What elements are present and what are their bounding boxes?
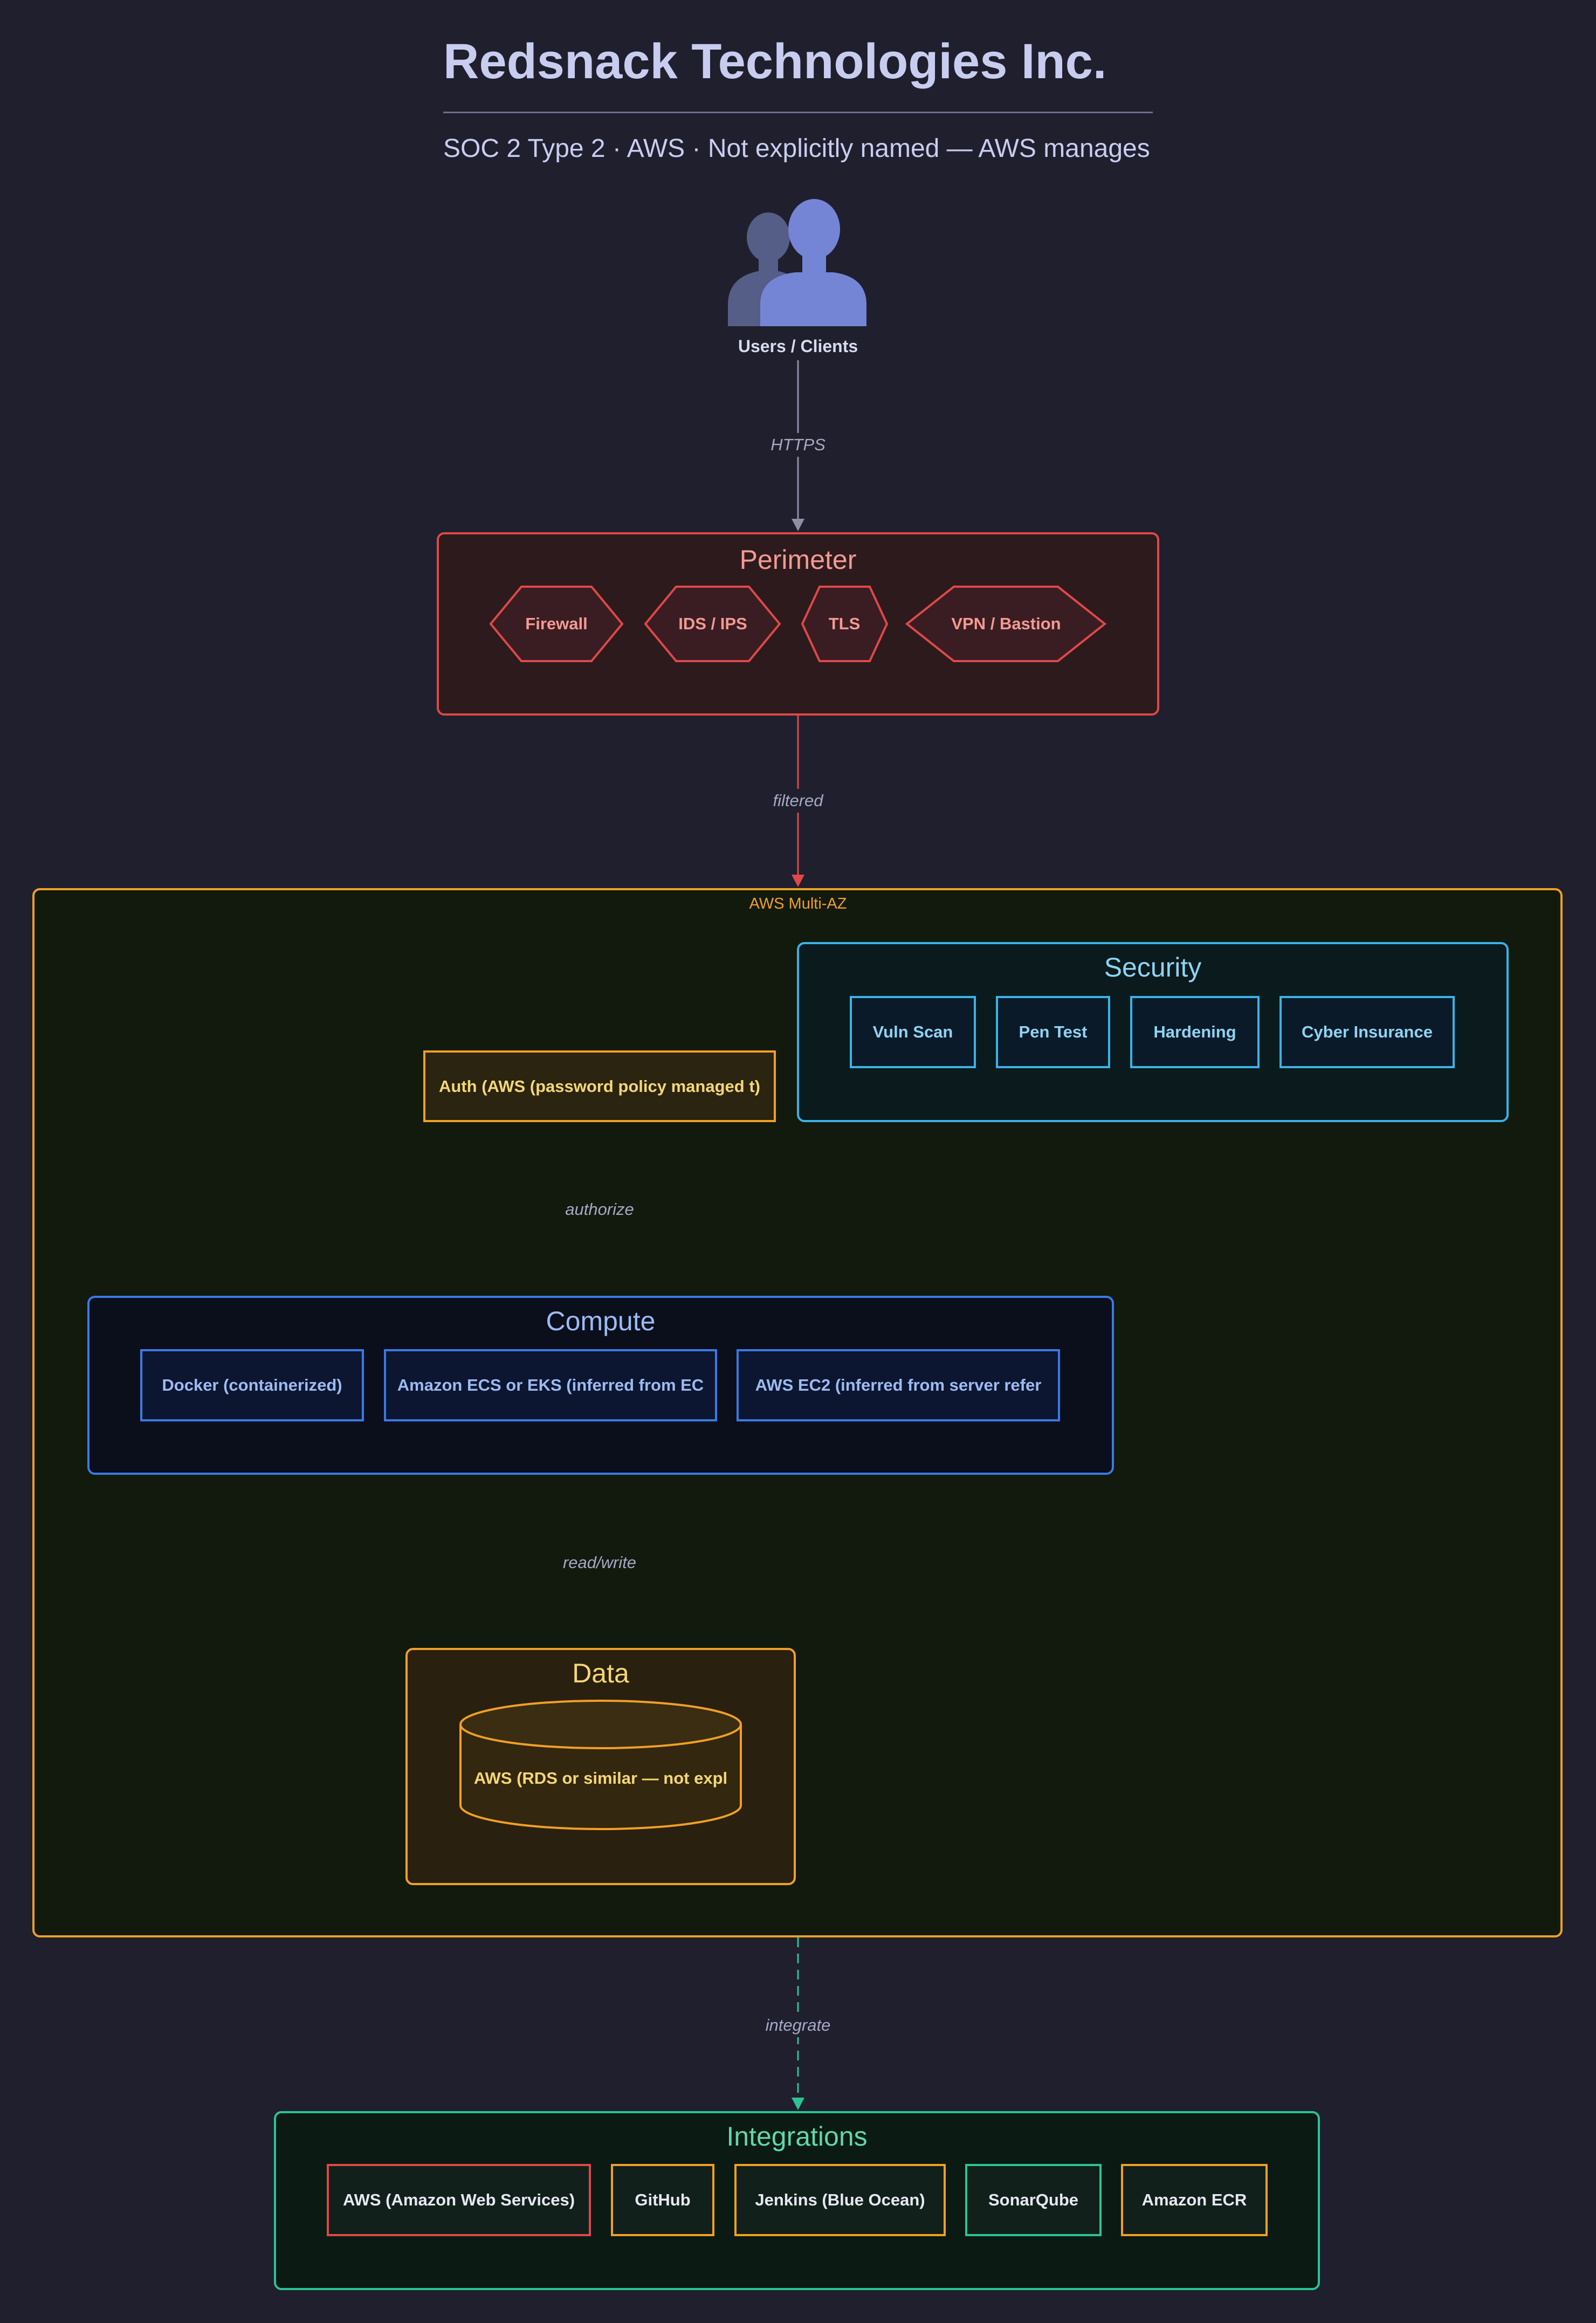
users-label: Users / Clients: [738, 336, 858, 356]
perimeter-item-vpn-bastion: VPN / Bastion: [951, 614, 1061, 633]
page-subtitle: SOC 2 Type 2 · AWS · Not explicitly name…: [443, 134, 1150, 163]
title-divider: [443, 112, 1153, 113]
perimeter-title: Perimeter: [739, 545, 857, 575]
integration-jenkins: Jenkins (Blue Ocean): [734, 2164, 946, 2236]
database-cylinder-icon: [459, 1700, 742, 1830]
page-title: Redsnack Technologies Inc.: [443, 34, 1107, 89]
data-title: Data: [572, 1658, 629, 1688]
perimeter-item-tls: TLS: [828, 614, 861, 633]
edge-label-filtered: filtered: [690, 789, 906, 813]
security-item-hardening: Hardening: [1130, 996, 1260, 1068]
edge-label-authorize: authorize: [492, 1198, 707, 1221]
edge-label-read-write: read/write: [492, 1551, 707, 1575]
integration-aws: AWS (Amazon Web Services): [327, 2164, 591, 2236]
integrations-title: Integrations: [726, 2121, 868, 2152]
integration-sonarqube: SonarQube: [965, 2164, 1102, 2236]
edge-label-integrate: integrate: [690, 2013, 906, 2037]
vpn-bastion-hexagon: [905, 586, 1107, 662]
perimeter-item-ids-ips: IDS / IPS: [678, 614, 747, 633]
aws-zone-label: AWS Multi-AZ: [749, 895, 847, 912]
compute-item-docker: Docker (containerized): [140, 1349, 364, 1421]
ids-ips-hexagon: [644, 586, 781, 662]
firewall-hexagon: [489, 586, 624, 662]
compute-item-ec2: AWS EC2 (inferred from server refer: [737, 1349, 1060, 1421]
security-item-vuln-scan: Vuln Scan: [850, 996, 976, 1068]
edge-label-https: HTTPS: [690, 433, 906, 457]
security-title: Security: [1104, 952, 1202, 982]
integration-amazon-ecr: Amazon ECR: [1121, 2164, 1268, 2236]
perimeter-hexagons: [489, 586, 1107, 662]
integration-github: GitHub: [611, 2164, 714, 2236]
tls-hexagon: [801, 586, 889, 662]
users-icon: [728, 199, 866, 326]
auth-node: Auth (AWS (password policy managed t): [423, 1050, 776, 1122]
security-item-cyber-insurance: Cyber Insurance: [1279, 996, 1455, 1068]
database-label: AWS (RDS or similar — not expl: [473, 1769, 728, 1788]
compute-item-ecs-eks: Amazon ECS or EKS (inferred from EC: [384, 1349, 717, 1421]
perimeter-item-firewall: Firewall: [525, 614, 588, 633]
compute-title: Compute: [546, 1306, 656, 1336]
security-item-pen-test: Pen Test: [996, 996, 1110, 1068]
